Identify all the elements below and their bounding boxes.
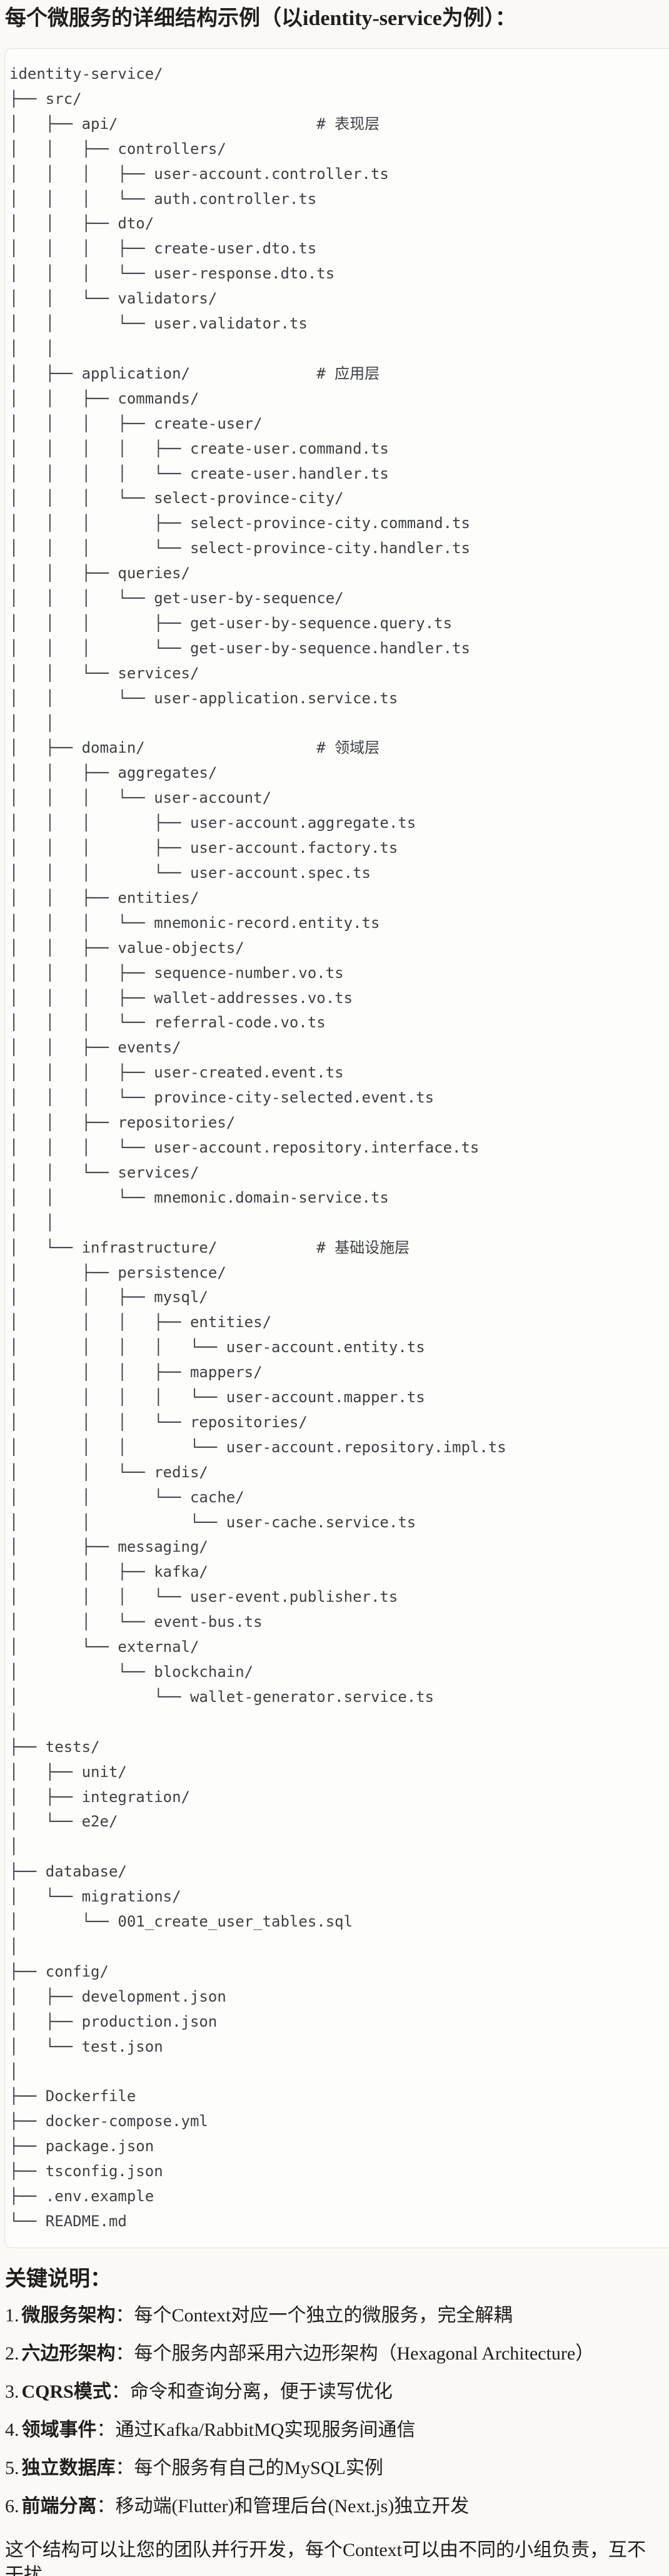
note-term: 独立数据库 bbox=[21, 2457, 116, 2478]
note-item: 1.微服务架构：每个Context对应一个独立的微服务，完全解耦 bbox=[5, 2303, 664, 2328]
note-item: 5.独立数据库：每个服务有自己的MySQL实例 bbox=[5, 2456, 664, 2481]
note-description: ：每个Context对应一个独立的微服务，完全解耦 bbox=[115, 2304, 513, 2326]
directory-tree-block: identity-service/ ├── src/ │ ├── api/ # … bbox=[4, 48, 669, 2248]
directory-tree: identity-service/ ├── src/ │ ├── api/ # … bbox=[9, 65, 506, 2230]
note-term: 微服务架构 bbox=[21, 2304, 116, 2326]
note-description: ：命令和查询分离，便于读写优化 bbox=[111, 2381, 393, 2402]
page-title: 每个微服务的详细结构示例（以identity-service为例）： bbox=[5, 7, 516, 30]
note-description: ：每个服务内部采用六边形架构（Hexagonal Architecture） bbox=[115, 2343, 595, 2364]
note-term: 六边形架构 bbox=[21, 2343, 116, 2364]
note-term: 领域事件 bbox=[21, 2419, 97, 2440]
notes-footer: 这个结构可以让您的团队并行开发，每个Context可以由不同的小组负责，互不干扰… bbox=[5, 2539, 646, 2576]
notes-list: 1.微服务架构：每个Context对应一个独立的微服务，完全解耦 2.六边形架构… bbox=[5, 2303, 664, 2519]
note-number: 5. bbox=[5, 2457, 19, 2478]
note-item: 4.领域事件：通过Kafka/RabbitMQ实现服务间通信 bbox=[5, 2418, 664, 2443]
note-item: 2.六边形架构：每个服务内部采用六边形架构（Hexagonal Architec… bbox=[5, 2341, 664, 2366]
note-description: ：每个服务有自己的MySQL实例 bbox=[115, 2457, 383, 2478]
note-item: 3.CQRS模式：命令和查询分离，便于读写优化 bbox=[5, 2380, 664, 2405]
note-number: 2. bbox=[5, 2343, 19, 2364]
note-description: ：移动端(Flutter)和管理后台(Next.js)独立开发 bbox=[96, 2495, 470, 2517]
key-notes-section: 关键说明： 1.微服务架构：每个Context对应一个独立的微服务，完全解耦 2… bbox=[0, 2266, 669, 2576]
note-number: 3. bbox=[5, 2381, 19, 2402]
note-number: 6. bbox=[5, 2495, 19, 2517]
note-term: 前端分离 bbox=[21, 2495, 97, 2517]
note-term: CQRS模式 bbox=[21, 2381, 111, 2402]
note-number: 4. bbox=[5, 2419, 19, 2440]
note-item: 6.前端分离：移动端(Flutter)和管理后台(Next.js)独立开发 bbox=[5, 2494, 664, 2519]
note-number: 1. bbox=[5, 2304, 19, 2326]
notes-heading: 关键说明： bbox=[5, 2267, 111, 2291]
note-description: ：通过Kafka/RabbitMQ实现服务间通信 bbox=[96, 2419, 416, 2440]
